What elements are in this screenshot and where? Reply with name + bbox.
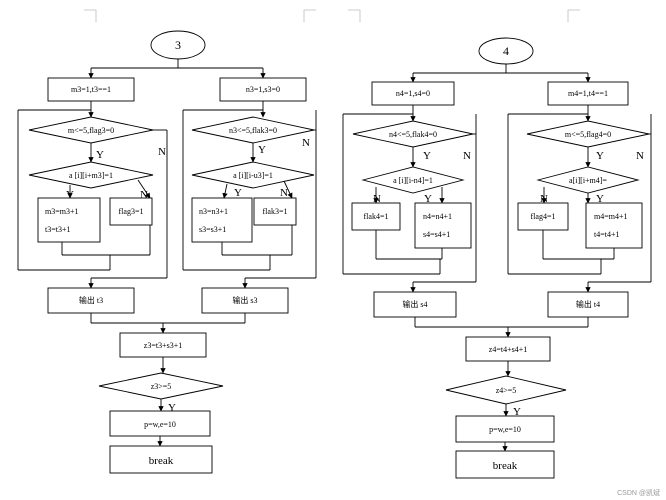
init-right-text-4: m4=1,t4==1 [568,89,608,98]
yes-box-right-line2-3: s3=s3+1 [199,225,226,234]
final-cond-3 [98,372,224,400]
init-left-text-4: n4=1,s4=0 [396,89,430,98]
inner-cond-left-4 [361,166,465,194]
inner-cond-right-text-4: a[i][i+m4]= [569,176,607,185]
yes-label-inner-left-4: Y [424,193,432,205]
page-corner-marks [84,9,580,22]
yes-label-inner-right-3: Y [234,187,242,199]
no-label-loop-right-4: N [636,150,644,162]
no-box-right-text-3: flak3=1 [263,207,288,216]
init-left-text-3: m3=1,t3==1 [71,85,111,94]
yes-box-left-3 [37,197,101,243]
break-text-4: break [493,460,518,472]
init-right-text-3: n3=1,s3=0 [246,85,280,94]
assign-box-3 [109,410,211,437]
yes-box-right-3 [191,197,253,243]
no-label-inner-left-3: N [140,189,148,201]
sum-text-3: z3=t3+s3+1 [144,341,182,350]
output-right-text-3: 输出 s3 [232,295,257,305]
yes-box-left-4 [414,202,472,249]
break-box-4 [455,450,555,479]
loop-cond-left-text-4: n4<=5,flak4=0 [389,130,437,139]
output-left-text-3: 输出 t3 [79,295,103,305]
yes-label-inner-left-3: Y [66,189,74,201]
flowchart-3: 3 m3=1,t3==1 n3=1,s3=0 m<=5,flag3=0 N Y … [17,30,317,474]
yes-box-right-line1-4: m4=m4+1 [594,212,627,221]
inner-cond-right-text-3: a [i][i-u3]=1 [233,171,273,180]
yes-label-inner-right-4: Y [596,193,604,205]
break-box-3 [109,445,213,474]
assign-text-4: p=w,e=10 [489,425,521,434]
yes-label-loop-left-3: Y [96,149,104,161]
no-label-inner-right-4: N [540,193,548,205]
yes-box-left-line1-3: m3=m3+1 [45,207,78,216]
loop-cond-right-text-3: n3<=5,flak3=0 [229,126,277,135]
final-cond-text-3: z3>=5 [151,382,172,391]
no-box-left-text-3: flag3=1 [119,207,144,216]
yes-label-final-3: Y [168,402,176,414]
yes-label-loop-right-4: Y [596,150,604,162]
loop-cond-left-text-3: m<=5,flag3=0 [68,126,114,135]
yes-box-right-line1-3: n3=n3+1 [199,207,228,216]
no-label-loop-right-3: N [302,137,310,149]
no-box-left-text-4: flak4=1 [364,212,389,221]
watermark: CSDN @凯斌 [617,488,660,497]
no-label-loop-left-3: N [158,146,166,158]
yes-box-left-line1-4: n4=n4+1 [423,212,452,221]
output-box-left-3 [47,287,135,314]
output-box-right-3 [201,287,289,314]
yes-box-right-4 [585,202,643,249]
inner-cond-right-3 [191,161,315,189]
no-box-right-3 [253,197,297,226]
no-label-inner-left-4: N [373,193,381,205]
no-box-right-text-4: flag4=1 [531,212,556,221]
break-text-3: break [149,455,174,467]
sum-text-4: z4=t4+s4+1 [489,345,527,354]
output-box-left-4 [373,291,457,318]
no-box-left-4 [351,202,401,231]
output-left-text-4: 输出 s4 [402,299,427,309]
yes-box-left-line2-4: s4=s4+1 [423,230,450,239]
final-cond-text-4: z4>=5 [496,386,517,395]
start-number-3: 3 [175,38,181,52]
yes-box-left-line2-3: t3=t3+1 [45,225,70,234]
sum-box-3 [119,332,207,358]
final-cond-4 [445,375,567,405]
output-box-right-4 [547,291,629,318]
flowchart-4: 4 n4=1,s4=0 m4=1,t4==1 n4<=5,flak4=0 N Y… [342,37,652,479]
inner-cond-left-3 [28,161,154,189]
inner-cond-left-text-3: a [i][i+m3]=1 [69,171,113,180]
inner-cond-left-text-4: a [i][i-n4]=1 [393,176,433,185]
yes-box-right-line2-4: t4=t4+1 [594,230,619,239]
assign-box-4 [455,415,555,443]
no-label-loop-left-4: N [463,150,471,162]
yes-label-loop-right-3: Y [258,144,266,156]
yes-label-final-4: Y [513,406,521,418]
no-label-inner-right-3: N [280,187,288,199]
yes-label-loop-left-4: Y [423,150,431,162]
output-right-text-4: 输出 t4 [576,299,600,309]
loop-cond-right-text-4: m<=5,flag4=0 [565,130,611,139]
no-box-left-3 [109,197,153,226]
assign-text-3: p=w,e=10 [144,420,176,429]
start-number-4: 4 [503,44,509,58]
inner-cond-right-4 [536,166,640,194]
